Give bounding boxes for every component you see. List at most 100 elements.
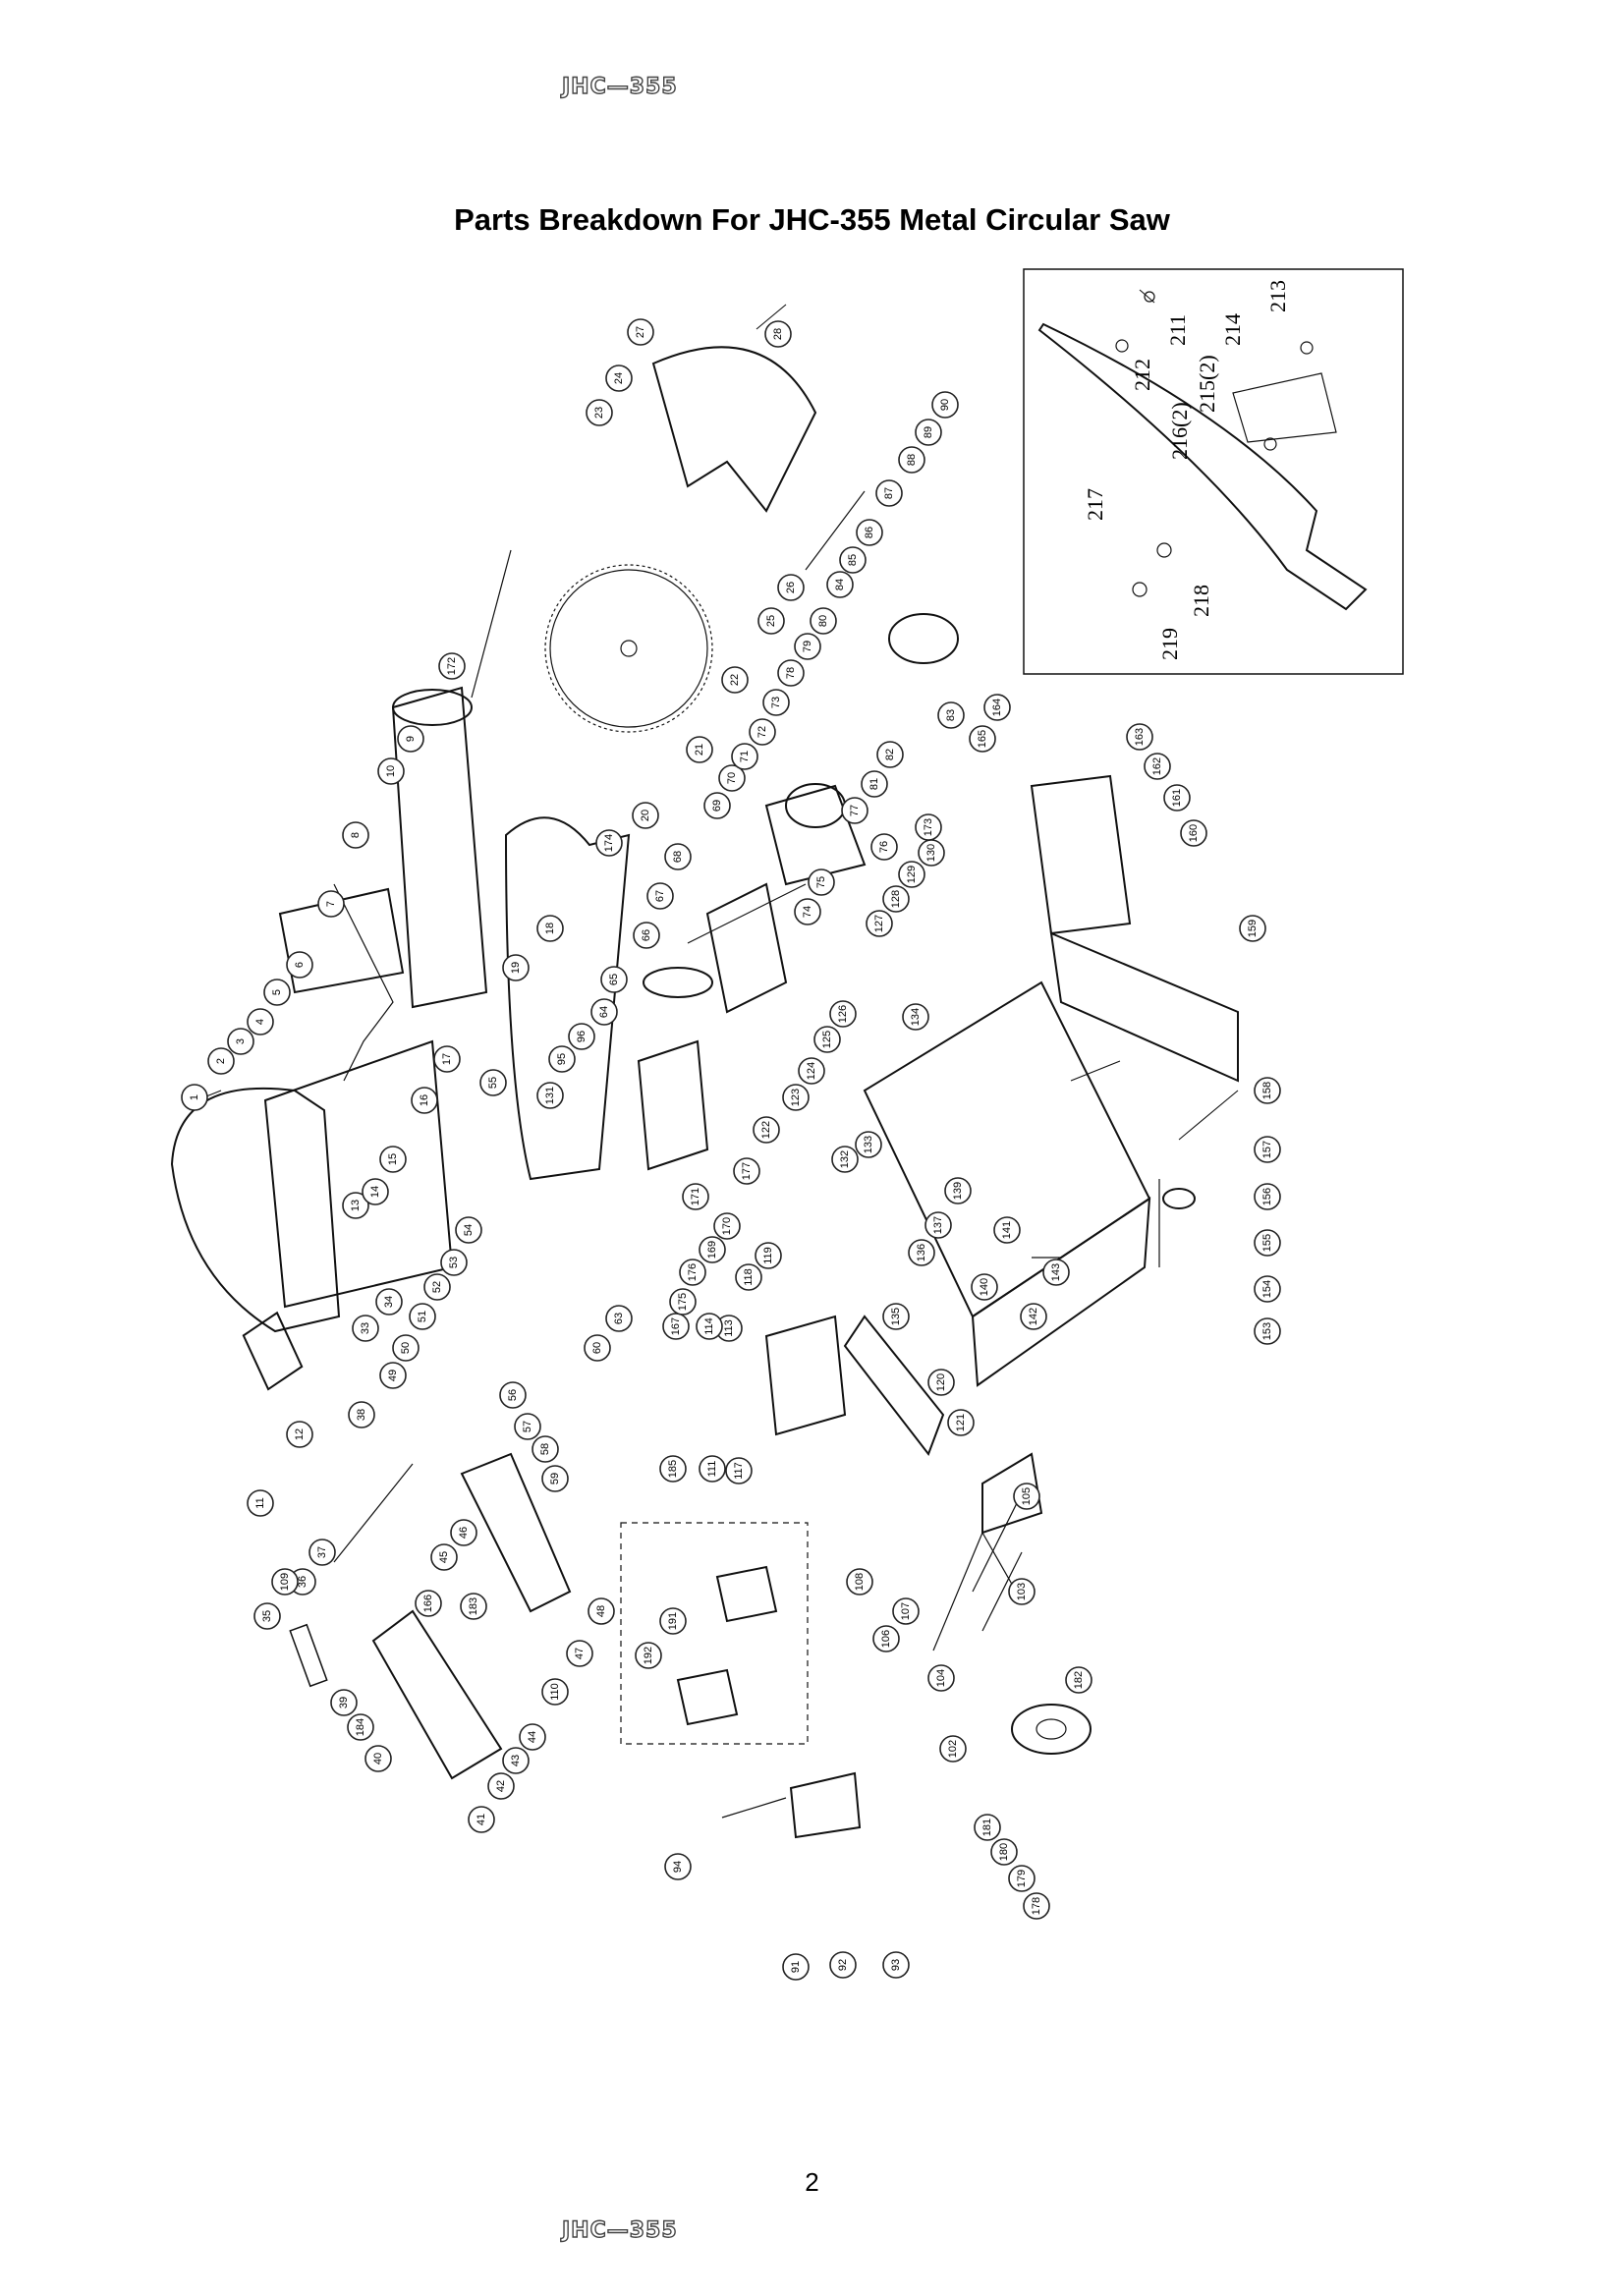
part-callout-40: 40 <box>364 1745 392 1772</box>
part-callout-59: 59 <box>541 1465 569 1492</box>
part-callout-155: 155 <box>1254 1229 1281 1257</box>
part-callout-166: 166 <box>415 1590 442 1617</box>
svg-text:12: 12 <box>294 1428 306 1440</box>
svg-text:37: 37 <box>316 1546 328 1558</box>
svg-text:23: 23 <box>593 407 605 419</box>
part-callout-70: 70 <box>718 764 746 792</box>
part-callout-192: 192 <box>635 1642 662 1669</box>
svg-text:180: 180 <box>998 1843 1010 1861</box>
part-callout-58: 58 <box>532 1435 559 1463</box>
part-callout-191: 191 <box>659 1607 687 1635</box>
svg-text:4: 4 <box>254 1019 266 1025</box>
part-callout-84: 84 <box>826 571 854 598</box>
part-callout-142: 142 <box>1020 1303 1047 1330</box>
part-callout-161: 161 <box>1163 784 1191 812</box>
svg-text:133: 133 <box>863 1136 874 1153</box>
part-callout-18: 18 <box>536 915 564 942</box>
part-callout-174: 174 <box>595 829 623 857</box>
part-callout-119: 119 <box>755 1242 782 1269</box>
part-callout-118: 118 <box>735 1263 762 1291</box>
svg-text:66: 66 <box>641 929 652 941</box>
svg-text:185: 185 <box>667 1460 679 1478</box>
svg-text:24: 24 <box>613 372 625 384</box>
part-callout-17: 17 <box>433 1045 461 1073</box>
svg-text:21: 21 <box>694 744 705 756</box>
footer-brand: JHC—355 <box>561 2217 678 2243</box>
svg-text:64: 64 <box>598 1006 610 1018</box>
svg-text:78: 78 <box>785 667 797 679</box>
part-callout-167: 167 <box>662 1313 690 1340</box>
part-callout-52: 52 <box>423 1273 451 1301</box>
svg-text:84: 84 <box>834 579 846 590</box>
part-callout-110: 110 <box>541 1678 569 1706</box>
svg-text:93: 93 <box>890 1959 902 1971</box>
svg-text:119: 119 <box>762 1247 774 1264</box>
svg-text:164: 164 <box>991 699 1003 716</box>
part-callout-160: 160 <box>1180 819 1207 847</box>
part-callout-175: 175 <box>669 1288 697 1316</box>
svg-text:135: 135 <box>890 1308 902 1325</box>
svg-text:58: 58 <box>539 1443 551 1455</box>
svg-text:88: 88 <box>906 454 918 466</box>
part-callout-39: 39 <box>330 1689 358 1716</box>
part-callout-9: 9 <box>397 725 424 753</box>
svg-text:69: 69 <box>711 800 723 812</box>
part-callout-176: 176 <box>679 1259 706 1286</box>
svg-text:13: 13 <box>350 1200 362 1211</box>
svg-text:16: 16 <box>419 1094 430 1106</box>
part-callout-41: 41 <box>468 1806 495 1833</box>
svg-text:191: 191 <box>667 1612 679 1630</box>
part-callout-66: 66 <box>633 922 660 949</box>
svg-text:142: 142 <box>1028 1308 1039 1325</box>
svg-text:43: 43 <box>510 1755 522 1766</box>
part-callout-163: 163 <box>1126 723 1153 751</box>
part-callout-123: 123 <box>782 1084 810 1111</box>
svg-text:114: 114 <box>703 1317 715 1335</box>
svg-text:36: 36 <box>297 1576 308 1588</box>
svg-text:106: 106 <box>880 1630 892 1648</box>
svg-text:18: 18 <box>544 923 556 934</box>
part-callout-156: 156 <box>1254 1183 1281 1210</box>
part-callout-78: 78 <box>777 659 805 687</box>
part-callout-23: 23 <box>586 399 613 426</box>
part-callout-93: 93 <box>882 1951 910 1979</box>
svg-text:65: 65 <box>608 974 620 985</box>
svg-text:46: 46 <box>458 1527 470 1539</box>
part-callout-65: 65 <box>600 966 628 993</box>
svg-text:80: 80 <box>817 615 829 627</box>
svg-text:77: 77 <box>849 805 861 816</box>
svg-text:108: 108 <box>854 1573 866 1591</box>
part-callout-21: 21 <box>686 736 713 763</box>
part-callout-139: 139 <box>944 1177 972 1204</box>
part-callout-53: 53 <box>440 1249 468 1276</box>
svg-text:91: 91 <box>790 1961 802 1973</box>
part-callout-1: 1 <box>181 1084 208 1111</box>
part-callout-134: 134 <box>902 1003 929 1031</box>
svg-text:41: 41 <box>476 1814 487 1825</box>
part-callout-73: 73 <box>762 689 790 716</box>
part-callout-127: 127 <box>866 910 893 937</box>
part-callout-185: 185 <box>659 1455 687 1483</box>
part-callout-74: 74 <box>794 898 821 925</box>
svg-text:54: 54 <box>463 1224 475 1236</box>
svg-text:143: 143 <box>1050 1263 1062 1281</box>
svg-text:82: 82 <box>884 749 896 760</box>
part-callout-85: 85 <box>839 546 867 574</box>
part-callout-117: 117 <box>725 1457 753 1484</box>
svg-text:2: 2 <box>215 1058 227 1064</box>
part-callout-154: 154 <box>1254 1275 1281 1303</box>
svg-text:126: 126 <box>837 1005 849 1023</box>
svg-text:130: 130 <box>925 844 937 862</box>
part-callout-125: 125 <box>813 1026 841 1053</box>
part-callout-37: 37 <box>308 1539 336 1566</box>
part-callout-140: 140 <box>971 1273 998 1301</box>
part-callout-27: 27 <box>627 318 654 346</box>
svg-text:176: 176 <box>687 1263 699 1281</box>
svg-text:55: 55 <box>487 1077 499 1089</box>
svg-text:87: 87 <box>883 487 895 499</box>
part-callout-46: 46 <box>450 1519 477 1546</box>
part-callout-141: 141 <box>993 1216 1021 1244</box>
svg-text:40: 40 <box>372 1753 384 1764</box>
part-callout-48: 48 <box>588 1597 615 1625</box>
svg-text:52: 52 <box>431 1281 443 1293</box>
